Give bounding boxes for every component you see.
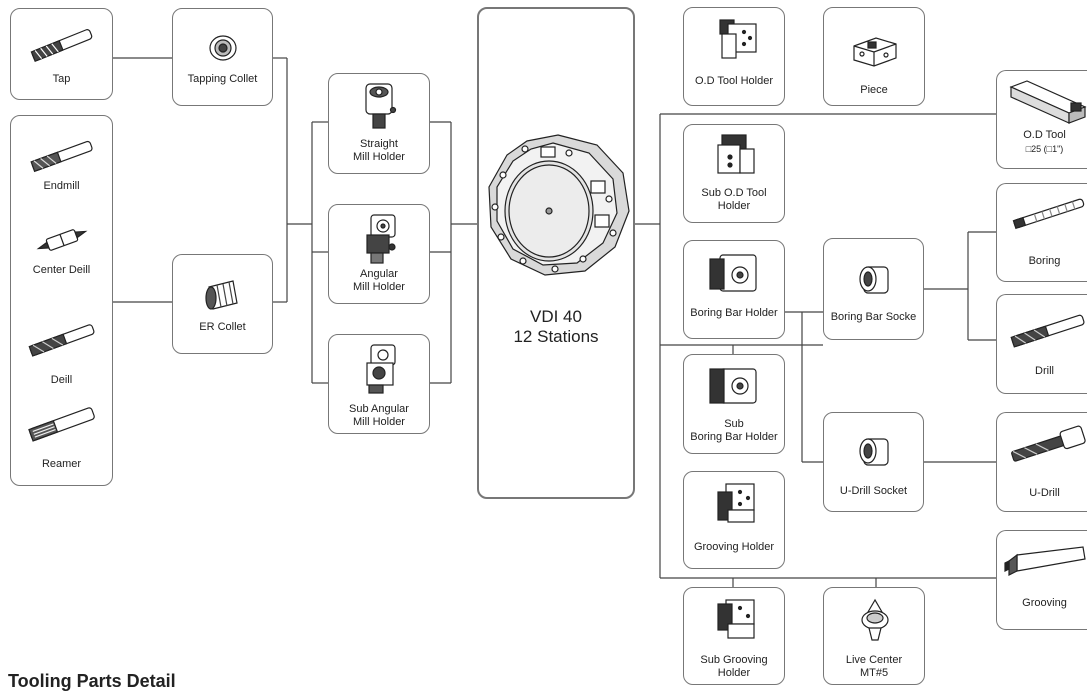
grooving-holder-label: Grooving Holder bbox=[693, 541, 775, 553]
center-drill-label: Center Deill bbox=[32, 264, 91, 276]
od-tool-holder-icon bbox=[719, 19, 757, 59]
grooving-holder-icon bbox=[717, 483, 755, 523]
boring-bar-socket-card: Boring Bar Socke bbox=[823, 238, 924, 340]
boring-tool-label: Boring bbox=[1028, 255, 1061, 267]
drill-icon bbox=[28, 324, 95, 357]
grooving-holder-card: Grooving Holder bbox=[683, 471, 785, 569]
vdi-turret-card: VDI 40 12 Stations bbox=[477, 7, 635, 499]
sub-od-tool-holder-label: Sub O.D Tool Holder bbox=[701, 187, 767, 212]
reamer-icon bbox=[28, 407, 95, 442]
sub-angular-mill-holder-card: Sub Angular Mill Holder bbox=[328, 334, 430, 434]
boring-tool-card: Boring bbox=[996, 183, 1087, 282]
sub-boring-bar-holder-card: Sub Boring Bar Holder bbox=[683, 354, 785, 454]
od-tool-label: O.D Tool bbox=[1023, 129, 1066, 141]
u-drill-socket-card: U-Drill Socket bbox=[823, 412, 924, 512]
er-collet-card: ER Collet bbox=[172, 254, 273, 354]
sub-boring-bar-holder-label: Sub Boring Bar Holder bbox=[690, 418, 778, 443]
u-drill-icon bbox=[1011, 425, 1086, 462]
endmill-label: Endmill bbox=[43, 180, 80, 192]
grooving-tool-label: Grooving bbox=[1022, 597, 1067, 609]
u-drill-tool-label: U-Drill bbox=[1029, 487, 1060, 499]
sub-od-tool-holder-card: Sub O.D Tool Holder bbox=[683, 124, 785, 223]
angular-mill-holder-card: Angular Mill Holder bbox=[328, 204, 430, 304]
live-center-card: Live Center MT#5 bbox=[823, 587, 925, 685]
live-center-icon bbox=[861, 598, 889, 641]
sub-angular-mill-holder-label: Sub Angular Mill Holder bbox=[349, 403, 409, 428]
u-drill-socket-label: U-Drill Socket bbox=[839, 485, 908, 497]
piece-label: Piece bbox=[860, 84, 888, 96]
boring-bar-holder-label: Boring Bar Holder bbox=[690, 307, 778, 319]
od-tool-size-label: □25 (□1") bbox=[1025, 144, 1064, 154]
tapping-collet-card: Tapping Collet bbox=[172, 8, 273, 106]
tap-label: Tap bbox=[52, 73, 71, 85]
endmill-icon bbox=[30, 140, 93, 173]
vdi-turret-icon bbox=[488, 134, 630, 276]
boring-bar-holder-icon bbox=[709, 254, 757, 292]
sub-angular-mill-holder-icon bbox=[366, 344, 396, 394]
right-drill-icon bbox=[1010, 314, 1085, 348]
tapping-collet-icon bbox=[209, 35, 237, 61]
boring-bar-socket-label: Boring Bar Socke bbox=[830, 311, 917, 323]
piece-card: Piece bbox=[823, 7, 925, 106]
sub-grooving-holder-card: Sub Grooving Holder bbox=[683, 587, 785, 685]
grooving-tool-icon bbox=[1004, 546, 1086, 576]
sub-grooving-holder-icon bbox=[717, 599, 755, 639]
live-center-label: Live Center MT#5 bbox=[845, 654, 903, 679]
drill-label: Deill bbox=[50, 374, 73, 386]
boring-bar-socket-icon bbox=[859, 266, 889, 294]
grooving-tool-card: Grooving bbox=[996, 530, 1087, 630]
er-collet-icon bbox=[205, 280, 238, 310]
section-title: Tooling Parts Detail bbox=[8, 671, 176, 691]
sub-grooving-holder-label: Sub Grooving Holder bbox=[700, 654, 768, 679]
center-drill-icon bbox=[36, 229, 88, 251]
od-tool-icon bbox=[1009, 80, 1087, 124]
straight-mill-holder-icon bbox=[365, 83, 397, 129]
turret-title-line2: 12 Stations bbox=[513, 327, 599, 346]
sub-boring-bar-holder-icon bbox=[709, 368, 757, 404]
turret-title-line1: VDI 40 bbox=[530, 307, 582, 326]
od-tool-holder-card: O.D Tool Holder bbox=[683, 7, 785, 106]
piece-icon bbox=[853, 37, 897, 67]
boring-bar-holder-card: Boring Bar Holder bbox=[683, 240, 785, 339]
reamer-label: Reamer bbox=[41, 458, 82, 470]
straight-mill-holder-card: Straight Mill Holder bbox=[328, 73, 430, 174]
tap-icon bbox=[30, 29, 93, 63]
drill-tool-card: Drill bbox=[996, 294, 1087, 394]
od-tool-card: O.D Tool □25 (□1") bbox=[996, 70, 1087, 169]
drill-tool-label: Drill bbox=[1035, 365, 1054, 377]
turret-title: VDI 40 12 Stations bbox=[479, 307, 633, 347]
u-drill-tool-card: U-Drill bbox=[996, 412, 1087, 512]
tool-group-card: Endmill Center Deill Deill Reamer bbox=[10, 115, 113, 486]
boring-tool-icon bbox=[1012, 198, 1085, 230]
angular-mill-holder-icon bbox=[366, 214, 396, 264]
u-drill-socket-icon bbox=[859, 438, 889, 466]
tap-card: Tap bbox=[10, 8, 113, 100]
od-tool-holder-label: O.D Tool Holder bbox=[694, 75, 774, 87]
angular-mill-holder-label: Angular Mill Holder bbox=[353, 268, 405, 293]
tapping-collet-label: Tapping Collet bbox=[187, 73, 258, 85]
straight-mill-holder-label: Straight Mill Holder bbox=[353, 138, 405, 163]
er-collet-label: ER Collet bbox=[199, 321, 246, 333]
sub-od-tool-holder-icon bbox=[717, 134, 755, 174]
